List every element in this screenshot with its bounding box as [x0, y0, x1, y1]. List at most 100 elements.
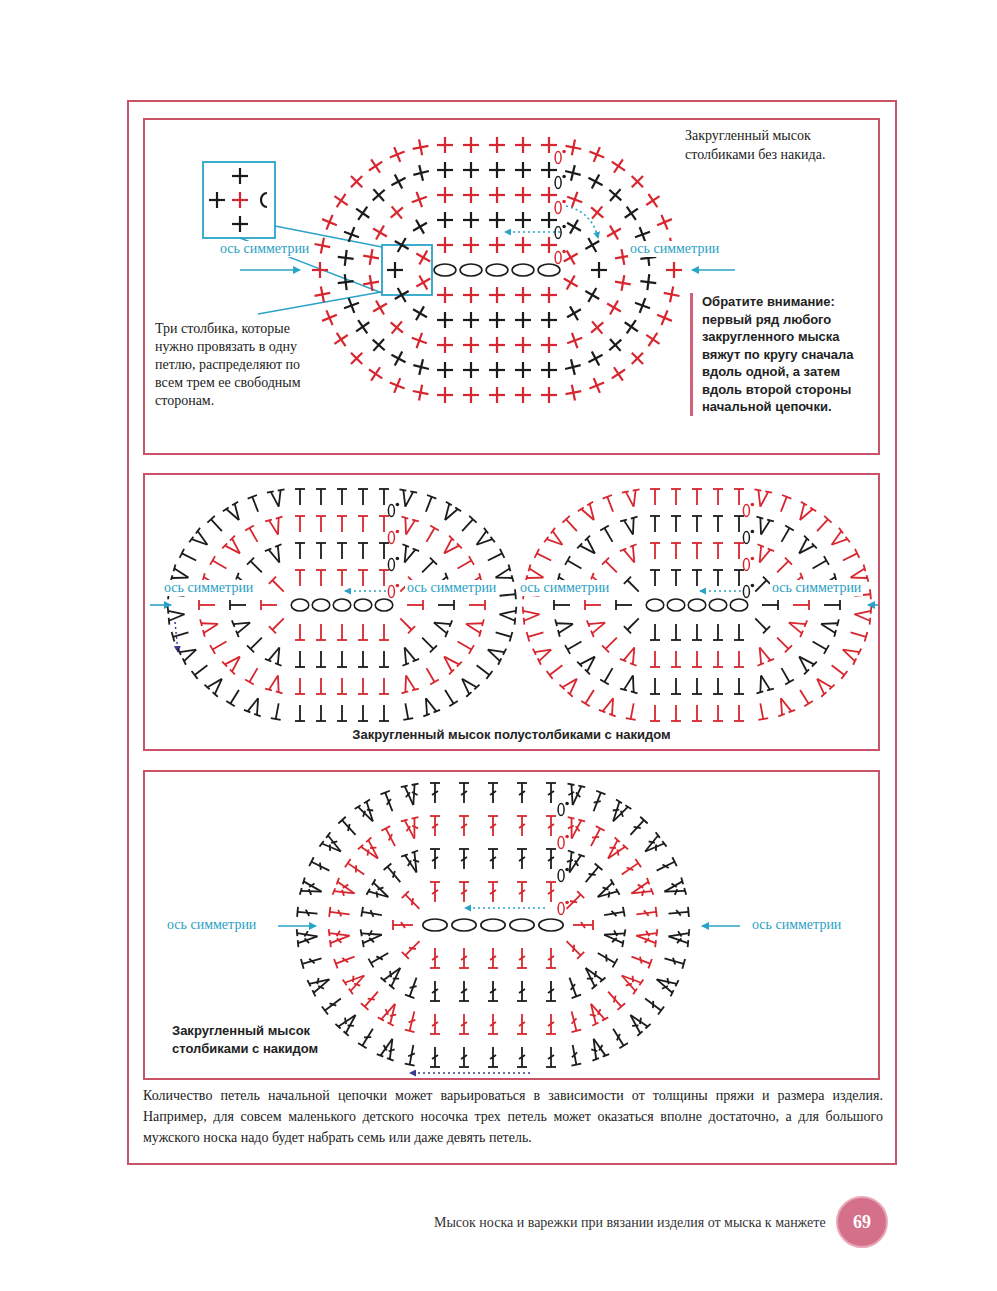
stitch-stroke [613, 930, 618, 936]
stitch-symbol [671, 489, 681, 505]
slip-stitch [396, 584, 400, 588]
stitch-stroke [482, 619, 484, 626]
stitch-stroke [762, 604, 778, 606]
stitch-stroke [630, 544, 636, 547]
stitch-stroke [189, 537, 193, 543]
stitch-stroke [781, 497, 787, 512]
stitch-symbol [307, 971, 333, 996]
stitch-symbol [358, 837, 385, 864]
stitch-stroke [603, 495, 612, 499]
slip-stitch [396, 557, 400, 561]
stitch-stroke [203, 573, 205, 580]
stitch-symbol [600, 666, 617, 685]
stitch-stroke [430, 967, 440, 969]
stitch-symbol [632, 295, 653, 316]
stitch-symbol [337, 516, 347, 532]
stitch-symbol [564, 383, 583, 402]
stitch-stroke [640, 257, 656, 259]
stitch-symbol [489, 312, 505, 328]
stitch-symbol [411, 357, 430, 376]
stitch-stroke [834, 573, 836, 580]
stitch-stroke [646, 196, 659, 205]
stitch-stroke [535, 549, 539, 558]
stitch-stroke [522, 212, 524, 228]
stitch-stroke [824, 556, 829, 565]
stitch-stroke [362, 489, 364, 505]
stitch-stroke [637, 1031, 642, 1036]
stitch-stroke [329, 931, 349, 938]
stitch-stroke [318, 984, 324, 990]
stitch-stroke [307, 980, 310, 986]
stitch-stroke [591, 631, 594, 637]
stitch-stroke [329, 907, 330, 917]
stitch-stroke [351, 176, 362, 187]
stitch-stroke [405, 792, 411, 797]
stitch-symbol [369, 297, 391, 319]
stitch-symbol [774, 634, 792, 652]
stitch-stroke [584, 600, 586, 610]
stitch-stroke [312, 990, 315, 996]
stitch-symbol [587, 826, 605, 848]
stitch-stroke [341, 705, 343, 721]
stitch-stroke [387, 1058, 394, 1061]
stitch-stroke [303, 878, 305, 885]
stitch-stroke [183, 658, 186, 664]
stitch-stroke [839, 600, 841, 610]
stitch-stroke [587, 620, 590, 626]
stitch-symbol [295, 651, 305, 667]
stitch-stroke [309, 958, 314, 965]
stitch-stroke [479, 630, 481, 637]
stitch-symbol [488, 1047, 498, 1067]
stitch-symbol [459, 981, 469, 1001]
stitch-stroke [469, 645, 474, 654]
stitch-stroke [371, 367, 380, 380]
stitch-stroke [203, 630, 205, 637]
stitch-stroke [275, 663, 281, 666]
stitch-symbol [734, 705, 744, 721]
stitch-stroke [374, 891, 380, 897]
stitch-stroke [445, 690, 453, 704]
stitch-symbol [560, 247, 582, 269]
stitch-symbol [793, 650, 817, 674]
stitch-symbol [573, 920, 593, 930]
stitch-stroke [309, 882, 314, 888]
stitch-stroke [577, 543, 582, 548]
stitch-stroke [358, 720, 368, 722]
stitch-stroke [582, 968, 599, 987]
stitch-stroke [592, 985, 597, 989]
stitch-stroke [626, 491, 634, 508]
stitch-stroke [777, 561, 788, 572]
stitch-stroke [384, 965, 401, 984]
stitch-stroke [620, 659, 626, 662]
stitch-symbol [316, 489, 326, 505]
stitch-symbol [620, 517, 642, 537]
stitch-stroke [650, 488, 660, 490]
stitch-stroke [624, 577, 631, 584]
stitch-stroke [430, 815, 440, 817]
stitch-stroke [269, 519, 278, 536]
stitch-stroke [409, 1018, 416, 1023]
stitch-symbol [412, 247, 434, 269]
stitch-symbol [319, 212, 340, 233]
stitch-symbol [620, 544, 643, 566]
stitch-stroke [664, 886, 685, 896]
stitch-stroke [278, 489, 285, 490]
stitch-symbol [488, 849, 498, 869]
stitch-stroke [196, 528, 200, 534]
stitch-symbol [463, 362, 479, 378]
stitch-stroke [500, 594, 516, 595]
stitch-stroke [345, 971, 364, 986]
stitch-stroke [734, 666, 744, 668]
stitch-stroke [465, 624, 482, 633]
stitch-stroke [382, 1045, 388, 1051]
stitch-stroke [276, 691, 283, 693]
slip-stitch [562, 225, 566, 229]
stitch-stroke [373, 189, 384, 201]
stitch-stroke [358, 639, 368, 641]
stitch-symbol [586, 201, 609, 224]
chain-arc [261, 193, 267, 207]
stitch-stroke [587, 502, 593, 506]
slip-stitch [562, 175, 566, 179]
stitch-stroke [658, 1007, 664, 1015]
stitch-stroke [412, 784, 419, 785]
